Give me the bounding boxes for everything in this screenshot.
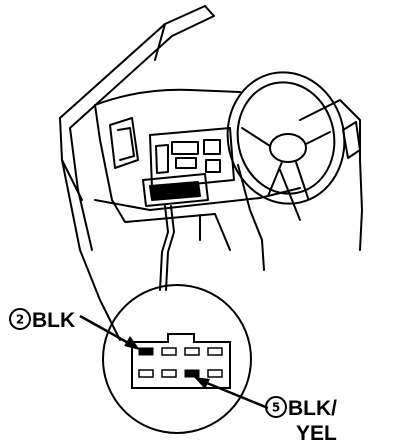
pin5-number: 5 [272, 401, 280, 415]
dashboard-illustration [59, 5, 363, 341]
a-pillar [59, 5, 206, 119]
right-vent [342, 121, 361, 159]
radio-slot [171, 141, 199, 155]
pin-slot [184, 347, 200, 356]
zoom-circle [102, 284, 252, 434]
wire-lead [159, 205, 169, 291]
zoom-detail [102, 284, 252, 434]
pin2-leader [79, 314, 133, 347]
pin-slot [207, 347, 223, 356]
pin-slot [184, 369, 200, 378]
leader-arrows [79, 314, 269, 410]
pin5-label-line2: YEL [296, 422, 337, 445]
pin5-number-circle [265, 396, 287, 418]
pin-slot [138, 369, 154, 378]
pin2-label: BLK [32, 309, 75, 332]
pin2-arrowhead [124, 336, 140, 350]
steering-wheel-outer [226, 71, 346, 205]
pin-slot [207, 369, 223, 378]
left-vent [109, 117, 139, 169]
callout-pin5: 5 BLK/ YEL [265, 396, 337, 445]
steering-column [237, 164, 265, 271]
center-panel [149, 127, 235, 189]
pin5-leader [201, 379, 269, 410]
callout-pin2: 2 BLK [9, 308, 75, 332]
pin-slot [161, 369, 177, 378]
pin2-number: 2 [16, 313, 24, 327]
lower-panel [142, 173, 209, 207]
pin5-label-line1: BLK/ [288, 397, 337, 420]
door-edge [59, 117, 121, 341]
dash-top [94, 88, 241, 106]
pin5-arrowhead [194, 377, 210, 389]
pin2-number-circle [9, 308, 31, 330]
steering-wheel-hub [269, 133, 307, 163]
connector-housing [131, 333, 231, 389]
pin-slot [138, 347, 154, 356]
pin-slot [161, 347, 177, 356]
